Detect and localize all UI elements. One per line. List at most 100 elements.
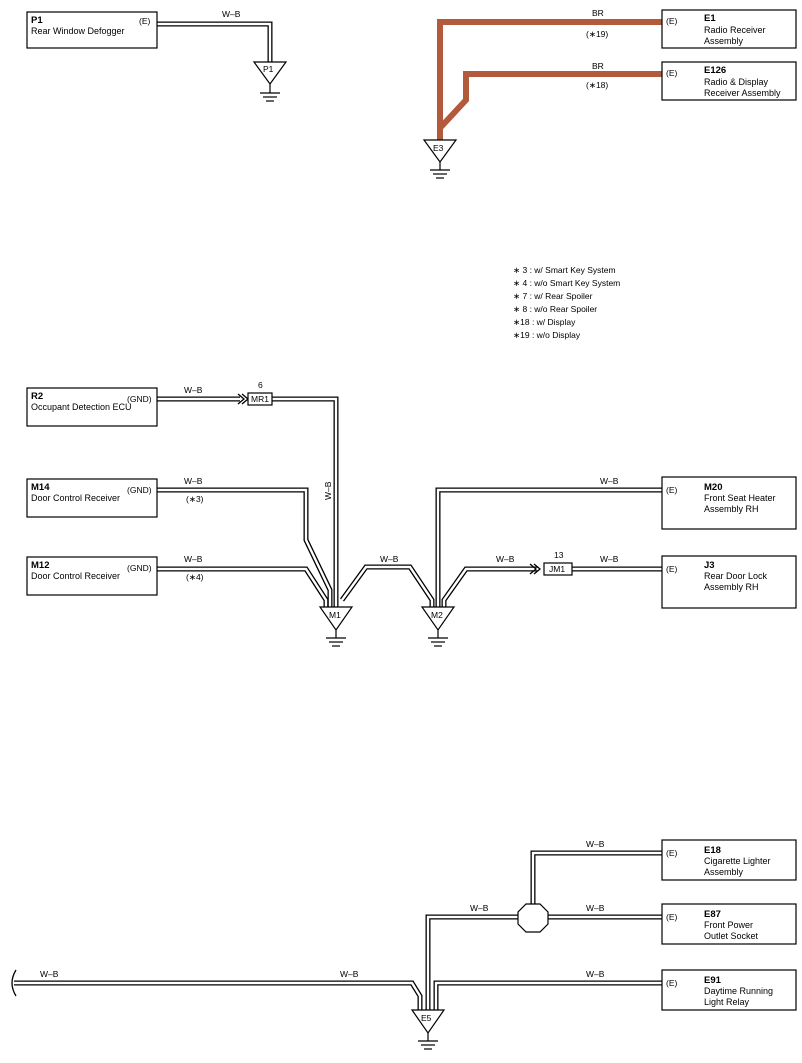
svg-text:Light Relay: Light Relay xyxy=(704,997,750,1007)
wire-e126-e3 xyxy=(437,71,662,131)
wire-e18-splice xyxy=(530,850,662,905)
component-e126[interactable]: (E) E126 Radio & Display Receiver Assemb… xyxy=(661,61,797,101)
ground-p1: P1 xyxy=(252,61,288,102)
wire-label-m14: W–B xyxy=(184,476,203,486)
svg-text:∗ 7 : w/ Rear Spoiler: ∗ 7 : w/ Rear Spoiler xyxy=(513,291,593,301)
component-p1[interactable]: P1 Rear Window Defogger (E) xyxy=(26,11,158,49)
wire-label-left-a: W–B xyxy=(40,969,59,979)
wire-m14-m1 xyxy=(157,487,333,607)
wire-label-m12: W–B xyxy=(184,554,203,564)
wire-break-symbol xyxy=(11,969,17,997)
svg-text:Assembly: Assembly xyxy=(704,867,744,877)
svg-text:(E): (E) xyxy=(139,16,151,26)
svg-text:M20: M20 xyxy=(704,482,722,493)
svg-text:Daytime Running: Daytime Running xyxy=(704,986,773,996)
svg-text:Front Power: Front Power xyxy=(704,920,753,930)
wire-p1-ground xyxy=(157,21,273,62)
wire-label-jm1: W–B xyxy=(496,554,515,564)
svg-text:(E): (E) xyxy=(666,848,678,858)
wire-m20-m2 xyxy=(435,487,662,607)
component-e87[interactable]: (E) E87 Front Power Outlet Socket xyxy=(661,903,797,945)
svg-text:∗19 : w/o Display: ∗19 : w/o Display xyxy=(513,330,581,340)
component-e18[interactable]: (E) E18 Cigarette Lighter Assembly xyxy=(661,839,797,881)
svg-text:E91: E91 xyxy=(704,975,722,986)
wire-label-e87: W–B xyxy=(586,903,605,913)
ground-m1: M1 xyxy=(318,606,354,647)
wire-label-e91: W–B xyxy=(586,969,605,979)
svg-text:E1: E1 xyxy=(704,13,716,24)
svg-text:(E): (E) xyxy=(666,485,678,495)
svg-text:(E): (E) xyxy=(666,564,678,574)
component-m20[interactable]: (E) M20 Front Seat Heater Assembly RH xyxy=(661,476,797,530)
svg-text:Door Control Receiver: Door Control Receiver xyxy=(31,571,120,581)
svg-text:(GND): (GND) xyxy=(127,394,152,404)
wire-mr1-m1 xyxy=(272,396,339,607)
wire-label-e126: BR xyxy=(592,61,604,71)
svg-text:P1: P1 xyxy=(31,15,43,26)
wire-label-p1: W–B xyxy=(222,9,241,19)
condition-e1: (∗19) xyxy=(586,29,608,39)
svg-text:(E): (E) xyxy=(666,978,678,988)
svg-text:Cigarette Lighter: Cigarette Lighter xyxy=(704,856,771,866)
splice-point xyxy=(517,903,549,933)
svg-text:Rear Door Lock: Rear Door Lock xyxy=(704,571,768,581)
svg-text:∗ 4 : w/o Smart Key System: ∗ 4 : w/o Smart Key System xyxy=(513,278,620,288)
svg-text:Assembly RH: Assembly RH xyxy=(704,582,759,592)
svg-text:(E): (E) xyxy=(666,68,678,78)
svg-text:M1: M1 xyxy=(329,610,341,620)
svg-text:E126: E126 xyxy=(704,65,726,76)
svg-text:M2: M2 xyxy=(431,610,443,620)
svg-text:Rear Window Defogger: Rear Window Defogger xyxy=(31,26,125,36)
ground-e5: E5 xyxy=(410,1009,446,1050)
condition-m14: (∗3) xyxy=(186,494,204,504)
connector-jm1-pin: 13 xyxy=(554,550,564,560)
wire-jm1-m2 xyxy=(441,566,538,607)
component-r2[interactable]: R2 Occupant Detection ECU (GND) xyxy=(26,387,158,427)
svg-text:∗ 3 : w/ Smart Key System: ∗ 3 : w/ Smart Key System xyxy=(513,265,616,275)
svg-text:Radio Receiver: Radio Receiver xyxy=(704,25,766,35)
component-e1[interactable]: (E) E1 Radio Receiver Assembly xyxy=(661,9,797,49)
condition-legend: ∗ 3 : w/ Smart Key System ∗ 4 : w/o Smar… xyxy=(513,265,620,340)
wire-label-j3: W–B xyxy=(600,554,619,564)
component-m12[interactable]: M12 Door Control Receiver (GND) xyxy=(26,556,158,596)
component-j3[interactable]: (E) J3 Rear Door Lock Assembly RH xyxy=(661,555,797,609)
component-m14[interactable]: M14 Door Control Receiver (GND) xyxy=(26,478,158,518)
component-e91[interactable]: (E) E91 Daytime Running Light Relay xyxy=(661,969,797,1011)
wire-m1-m2 xyxy=(339,564,435,607)
wire-label-e1: BR xyxy=(592,8,604,18)
svg-text:(GND): (GND) xyxy=(127,563,152,573)
svg-text:Door Control Receiver: Door Control Receiver xyxy=(31,493,120,503)
svg-text:∗18 : w/ Display: ∗18 : w/ Display xyxy=(513,317,576,327)
wire-label-mr1-m1: W–B xyxy=(323,481,333,500)
svg-text:MR1: MR1 xyxy=(251,394,269,404)
condition-e126: (∗18) xyxy=(586,80,608,90)
svg-text:Assembly: Assembly xyxy=(704,36,744,46)
svg-text:Outlet Socket: Outlet Socket xyxy=(704,931,759,941)
svg-text:E3: E3 xyxy=(433,143,444,153)
wire-label-m1-m2: W–B xyxy=(380,554,399,564)
svg-text:E87: E87 xyxy=(704,909,721,920)
svg-text:J3: J3 xyxy=(704,560,715,571)
svg-text:(GND): (GND) xyxy=(127,485,152,495)
connector-jm1[interactable]: JM1 13 xyxy=(529,550,573,576)
wire-e1-e3 xyxy=(437,19,662,140)
condition-m12: (∗4) xyxy=(186,572,204,582)
svg-text:E18: E18 xyxy=(704,845,721,856)
ground-m2: M2 xyxy=(420,606,456,647)
svg-text:Assembly RH: Assembly RH xyxy=(704,504,759,514)
connector-mr1[interactable]: MR1 6 xyxy=(237,380,273,406)
svg-text:Radio & Display: Radio & Display xyxy=(704,77,769,87)
wire-label-splice-e5: W–B xyxy=(470,903,489,913)
ground-e3: E3 xyxy=(422,139,458,179)
svg-text:Receiver Assembly: Receiver Assembly xyxy=(704,88,781,98)
svg-text:(E): (E) xyxy=(666,912,678,922)
svg-text:E5: E5 xyxy=(421,1013,432,1023)
wire-label-left-b: W–B xyxy=(340,969,359,979)
svg-text:JM1: JM1 xyxy=(549,564,565,574)
wire-label-r2: W–B xyxy=(184,385,203,395)
wire-e91-e5 xyxy=(433,980,662,1010)
svg-text:∗ 8 : w/o Rear Spoiler: ∗ 8 : w/o Rear Spoiler xyxy=(513,304,597,314)
wire-label-e18: W–B xyxy=(586,839,605,849)
svg-text:(E): (E) xyxy=(666,16,678,26)
